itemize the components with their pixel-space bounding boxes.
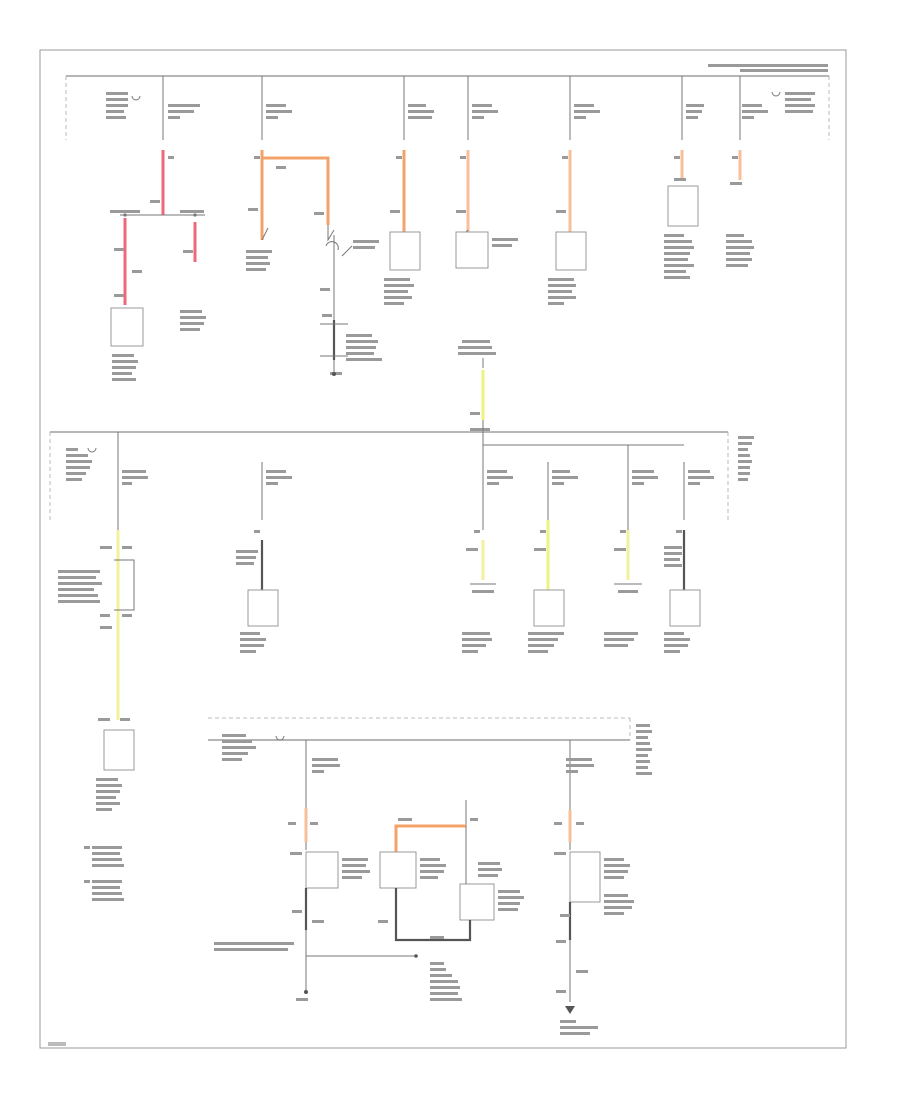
component-box (459, 883, 495, 921)
peach-circuit-6 (664, 150, 699, 279)
bottom-circuit-middle (306, 800, 524, 1001)
bottom-power-bus (208, 717, 652, 800)
component-box (110, 307, 144, 347)
component-box (103, 729, 135, 771)
component-box (389, 231, 421, 271)
component-box (667, 185, 699, 227)
top-power-bus (65, 64, 830, 140)
yellow-long-circuit (58, 530, 135, 811)
orange-circuit-switch (246, 150, 382, 376)
dark-circuit-2 (236, 530, 279, 653)
component-box (555, 231, 587, 271)
top-fuse-drops (162, 76, 768, 140)
component-box (455, 231, 489, 269)
yellow-circuit-3 (462, 530, 496, 653)
component-box (569, 851, 601, 903)
peach-circuit-switch (455, 150, 518, 269)
red-circuit (110, 150, 206, 381)
yellow-circuit-4 (528, 520, 565, 653)
legend-notes (84, 846, 124, 901)
bottom-circuit-right (554, 800, 634, 1035)
component-box (533, 589, 565, 627)
diagram-frame (39, 49, 847, 1049)
peach-circuit-5 (548, 150, 587, 305)
component-box (379, 851, 417, 889)
bottom-circuit-left (214, 800, 370, 1001)
component-box (669, 589, 701, 627)
orange-circuit-3 (384, 150, 421, 305)
footer-code (48, 1042, 66, 1046)
peach-circuit-7 (726, 150, 754, 267)
middle-feed (458, 340, 496, 432)
component-box (305, 851, 339, 889)
yellow-circuit-5 (604, 530, 642, 647)
component-box (247, 589, 279, 627)
dark-circuit-6 (664, 530, 701, 653)
middle-power-bus (49, 431, 754, 530)
